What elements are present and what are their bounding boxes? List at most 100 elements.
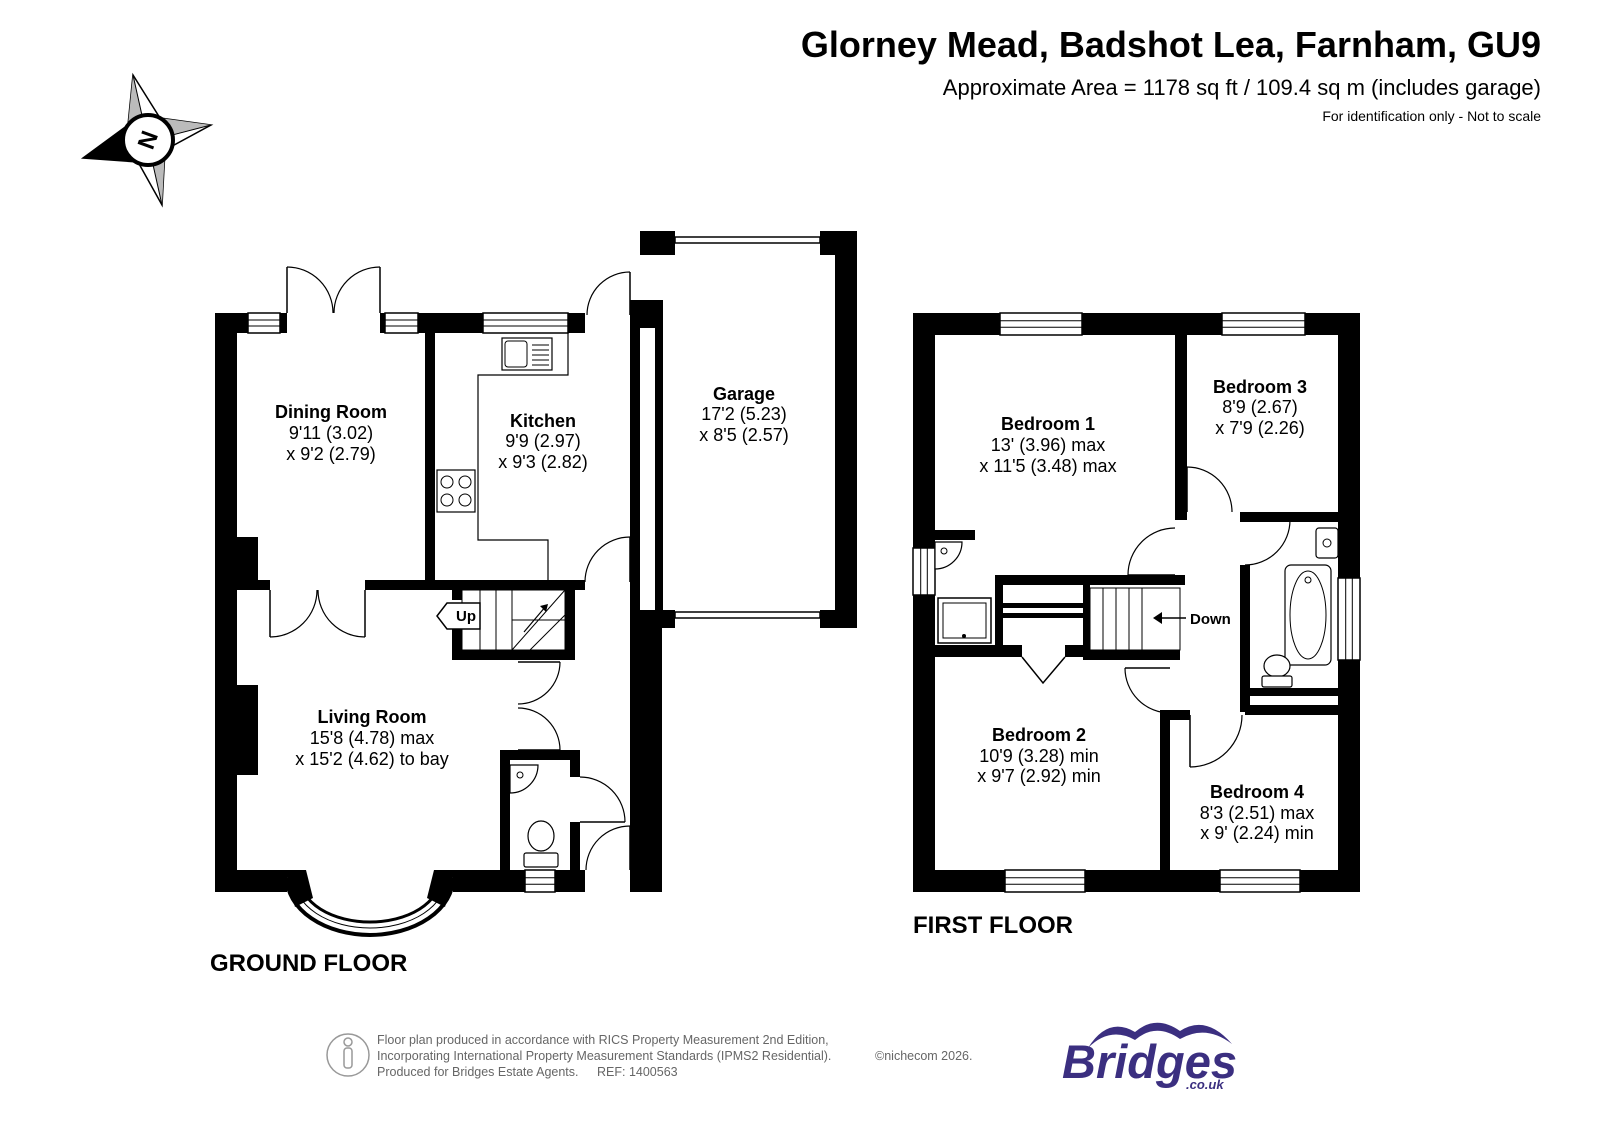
toilet-cistern <box>1261 675 1293 688</box>
basin-icon <box>509 764 539 794</box>
room-dimension: 8'9 (2.67) <box>1222 397 1297 417</box>
logo-wave-icon <box>1088 1022 1232 1048</box>
ground-floor-plan <box>215 231 857 937</box>
wall <box>215 870 287 892</box>
door-swing <box>586 271 631 316</box>
cupboard-wall <box>1003 613 1083 618</box>
wall <box>570 750 580 777</box>
sink-bowl <box>504 340 528 368</box>
stairs-direction-line <box>523 605 547 633</box>
door-swing <box>317 589 366 638</box>
window <box>384 312 419 334</box>
wall <box>500 870 525 892</box>
room-name: Kitchen <box>510 411 576 431</box>
cupboard-door <box>1021 656 1066 685</box>
room-name: Living Room <box>318 707 427 727</box>
icon-ring <box>326 1033 370 1077</box>
bridges-logo: Bridges .co.uk <box>1062 1022 1237 1092</box>
footer-line-2: Incorporating International Property Mea… <box>377 1049 831 1063</box>
wall <box>1175 335 1187 520</box>
toilet-cistern <box>523 852 559 868</box>
wall <box>1160 710 1190 720</box>
wall <box>237 537 258 580</box>
wall <box>452 625 462 660</box>
ensuite-basin-icon <box>934 541 963 570</box>
room-dimension: x 15'2 (4.62) to bay <box>295 749 449 769</box>
room-dimension: x 9'2 (2.79) <box>286 444 375 464</box>
wall <box>453 870 500 892</box>
wall <box>935 530 975 540</box>
wall <box>1240 565 1250 712</box>
room-bedroom-3: Bedroom 3 8'9 (2.67) x 7'9 (2.26) <box>1213 377 1307 438</box>
wall <box>1240 512 1250 520</box>
wall <box>1085 650 1180 660</box>
icon-body <box>343 1047 353 1069</box>
wall <box>215 313 248 333</box>
wall <box>630 610 662 892</box>
stairs <box>1089 587 1181 651</box>
room-name: Bedroom 4 <box>1210 782 1304 802</box>
garage-door <box>674 236 821 244</box>
wall <box>452 590 462 600</box>
door-swing <box>1244 519 1291 566</box>
wall <box>1085 870 1220 892</box>
stair-winder <box>529 614 566 651</box>
window <box>1221 312 1306 336</box>
wall <box>640 231 675 255</box>
wall <box>237 685 258 775</box>
door-swing <box>579 776 626 823</box>
wall <box>1082 313 1222 335</box>
room-dimension: 10'9 (3.28) min <box>979 746 1099 766</box>
stairs-up-tag: Up <box>436 602 481 630</box>
room-living-room: Living Room 15'8 (4.78) max x 15'2 (4.62… <box>295 707 449 769</box>
hob-ring <box>440 493 454 507</box>
footer-line-3: Produced for Bridges Estate Agents. <box>377 1065 579 1079</box>
window <box>1004 869 1086 893</box>
wall <box>565 590 575 660</box>
room-bedroom-1: Bedroom 1 13' (3.96) max x 11'5 (3.48) m… <box>979 414 1116 476</box>
hob-ring <box>458 475 472 489</box>
wall <box>568 313 585 333</box>
logo-wordmark: Bridges <box>1062 1035 1237 1088</box>
window <box>247 312 281 334</box>
room-garage: Garage 17'2 (5.23) x 8'5 (2.57) <box>699 384 788 445</box>
door-swing <box>1189 714 1243 768</box>
room-dimension: 13' (3.96) max <box>991 435 1106 455</box>
room-bedroom-4: Bedroom 4 8'3 (2.51) max x 9' (2.24) min <box>1200 782 1315 843</box>
wall <box>1338 660 1360 892</box>
wall <box>935 645 1022 657</box>
room-dimension: 8'3 (2.51) max <box>1200 803 1315 823</box>
wall <box>380 313 385 333</box>
bath-drain <box>1304 576 1312 584</box>
disclaimer: For identification only - Not to scale <box>1322 108 1541 124</box>
window <box>482 312 569 334</box>
wall <box>555 870 585 892</box>
footer-ref: REF: 1400563 <box>597 1065 678 1079</box>
stairs-down-label: Down <box>1190 611 1231 628</box>
basin-tap <box>940 547 948 555</box>
room-dimension: 9'11 (3.02) <box>289 423 373 443</box>
room-name: Garage <box>713 384 775 404</box>
basin-tap <box>516 771 524 779</box>
stairs-down-tag: Down <box>1153 611 1231 628</box>
wall <box>418 313 483 333</box>
icon-head <box>343 1037 353 1047</box>
wall <box>570 822 580 870</box>
bay-window-pier <box>285 870 313 907</box>
door-swing <box>1124 667 1171 714</box>
wall <box>995 575 1003 657</box>
room-bedroom-2: Bedroom 2 10'9 (3.28) min x 9'7 (2.92) m… <box>977 725 1101 786</box>
approximate-area: Approximate Area = 1178 sq ft / 109.4 sq… <box>943 75 1541 100</box>
wall <box>280 313 287 333</box>
bay-window-inner <box>298 877 442 924</box>
wall <box>1240 512 1338 522</box>
room-dimension: 15'8 (4.78) max <box>310 728 435 748</box>
room-name: Bedroom 2 <box>992 725 1086 745</box>
wall <box>1338 313 1360 578</box>
footer-copyright: ©nichecom 2026. <box>875 1049 972 1063</box>
wall <box>1250 688 1338 696</box>
stairs-up-label: Up <box>456 608 476 625</box>
room-dimension: 17'2 (5.23) <box>701 404 787 424</box>
basin-bowl <box>1322 538 1332 548</box>
wall <box>913 870 1005 892</box>
